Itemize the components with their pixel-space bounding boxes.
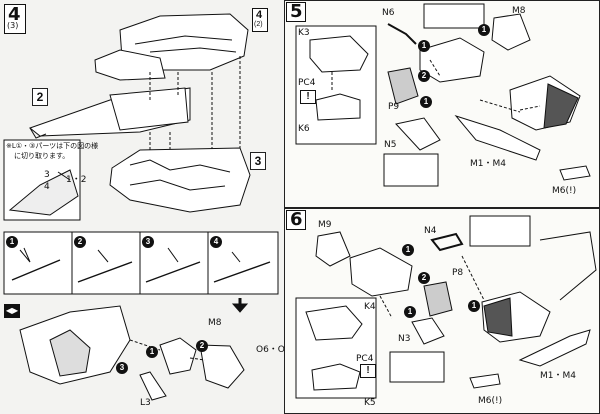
label-k4: K4 [364,302,376,312]
label-k3: K3 [298,28,310,38]
part-3-label: 3 [250,152,266,170]
step-4-number: 4 [8,4,21,25]
label-m8-s5: M8 [512,6,526,16]
step6-circle-1: 1 [402,244,414,256]
label-pc-s6: PC4 [356,354,374,364]
ref-step-sub: (2) [254,21,263,28]
step6-circle-3: 1 [404,306,416,318]
label-k6: K6 [298,124,310,134]
label-m9: M9 [318,220,332,230]
flip-icon: ◀▶ [4,304,20,318]
label-o6-o7: O6・O7 [256,345,291,355]
step-6-badge: 6 [286,210,306,230]
note-line-2: に切り取ります。 [14,152,70,160]
label-m1-m4-s6: M1・M4 [540,371,576,381]
cut-step-1: 1 [6,236,18,248]
step6-circle-2: 2 [418,272,430,284]
step-6-number: 6 [290,209,303,230]
label-m1-m4: M1・M4 [470,159,506,169]
note-line-1: ※L①・③パーツは下の図の様 [6,142,99,150]
label-n6: N6 [382,8,395,18]
step5-circle-1: 1 [418,40,430,52]
step-5-badge: 5 [286,2,306,22]
cut-step-4: 4 [210,236,222,248]
step-4-badge: 4 (3) [4,4,26,34]
label-pc: PC4 [298,78,316,88]
label-n4: N4 [424,226,437,236]
cut-step-3: 3 [142,236,154,248]
label-n3: N3 [398,334,411,344]
label-p9: P9 [388,102,400,112]
bottom-step-1: 1 [146,346,158,358]
step-5-number: 5 [290,1,303,22]
step-4-ref: 4 (2) [252,8,268,32]
step5-circle-2: 2 [418,70,430,82]
label-m6: M6(!) [552,186,577,196]
label-m8: M8 [208,318,222,328]
step6-circle-4: 1 [468,300,480,312]
label-k5: K5 [364,398,376,408]
label-n5: N5 [384,140,397,150]
label-p8: P8 [452,268,464,278]
ref-step-number: 4 [256,9,263,21]
label-3: 3 [44,170,50,180]
part-2-label: 2 [32,88,48,106]
label-m6-s6: M6(!) [478,396,503,406]
warning-icon: ! [300,90,316,104]
cut-step-2: 2 [74,236,86,248]
label-4: 4 [44,182,50,192]
label-1-2: 1・2 [66,175,87,185]
label-l3: L3 [140,398,151,408]
bottom-step-2: 2 [196,340,208,352]
bottom-step-3: 3 [116,362,128,374]
step5-circle-4: 1 [478,24,490,36]
warning-icon-s6: ! [360,364,376,378]
step-4-sub: (3) [7,21,19,30]
step5-circle-3: 1 [420,96,432,108]
